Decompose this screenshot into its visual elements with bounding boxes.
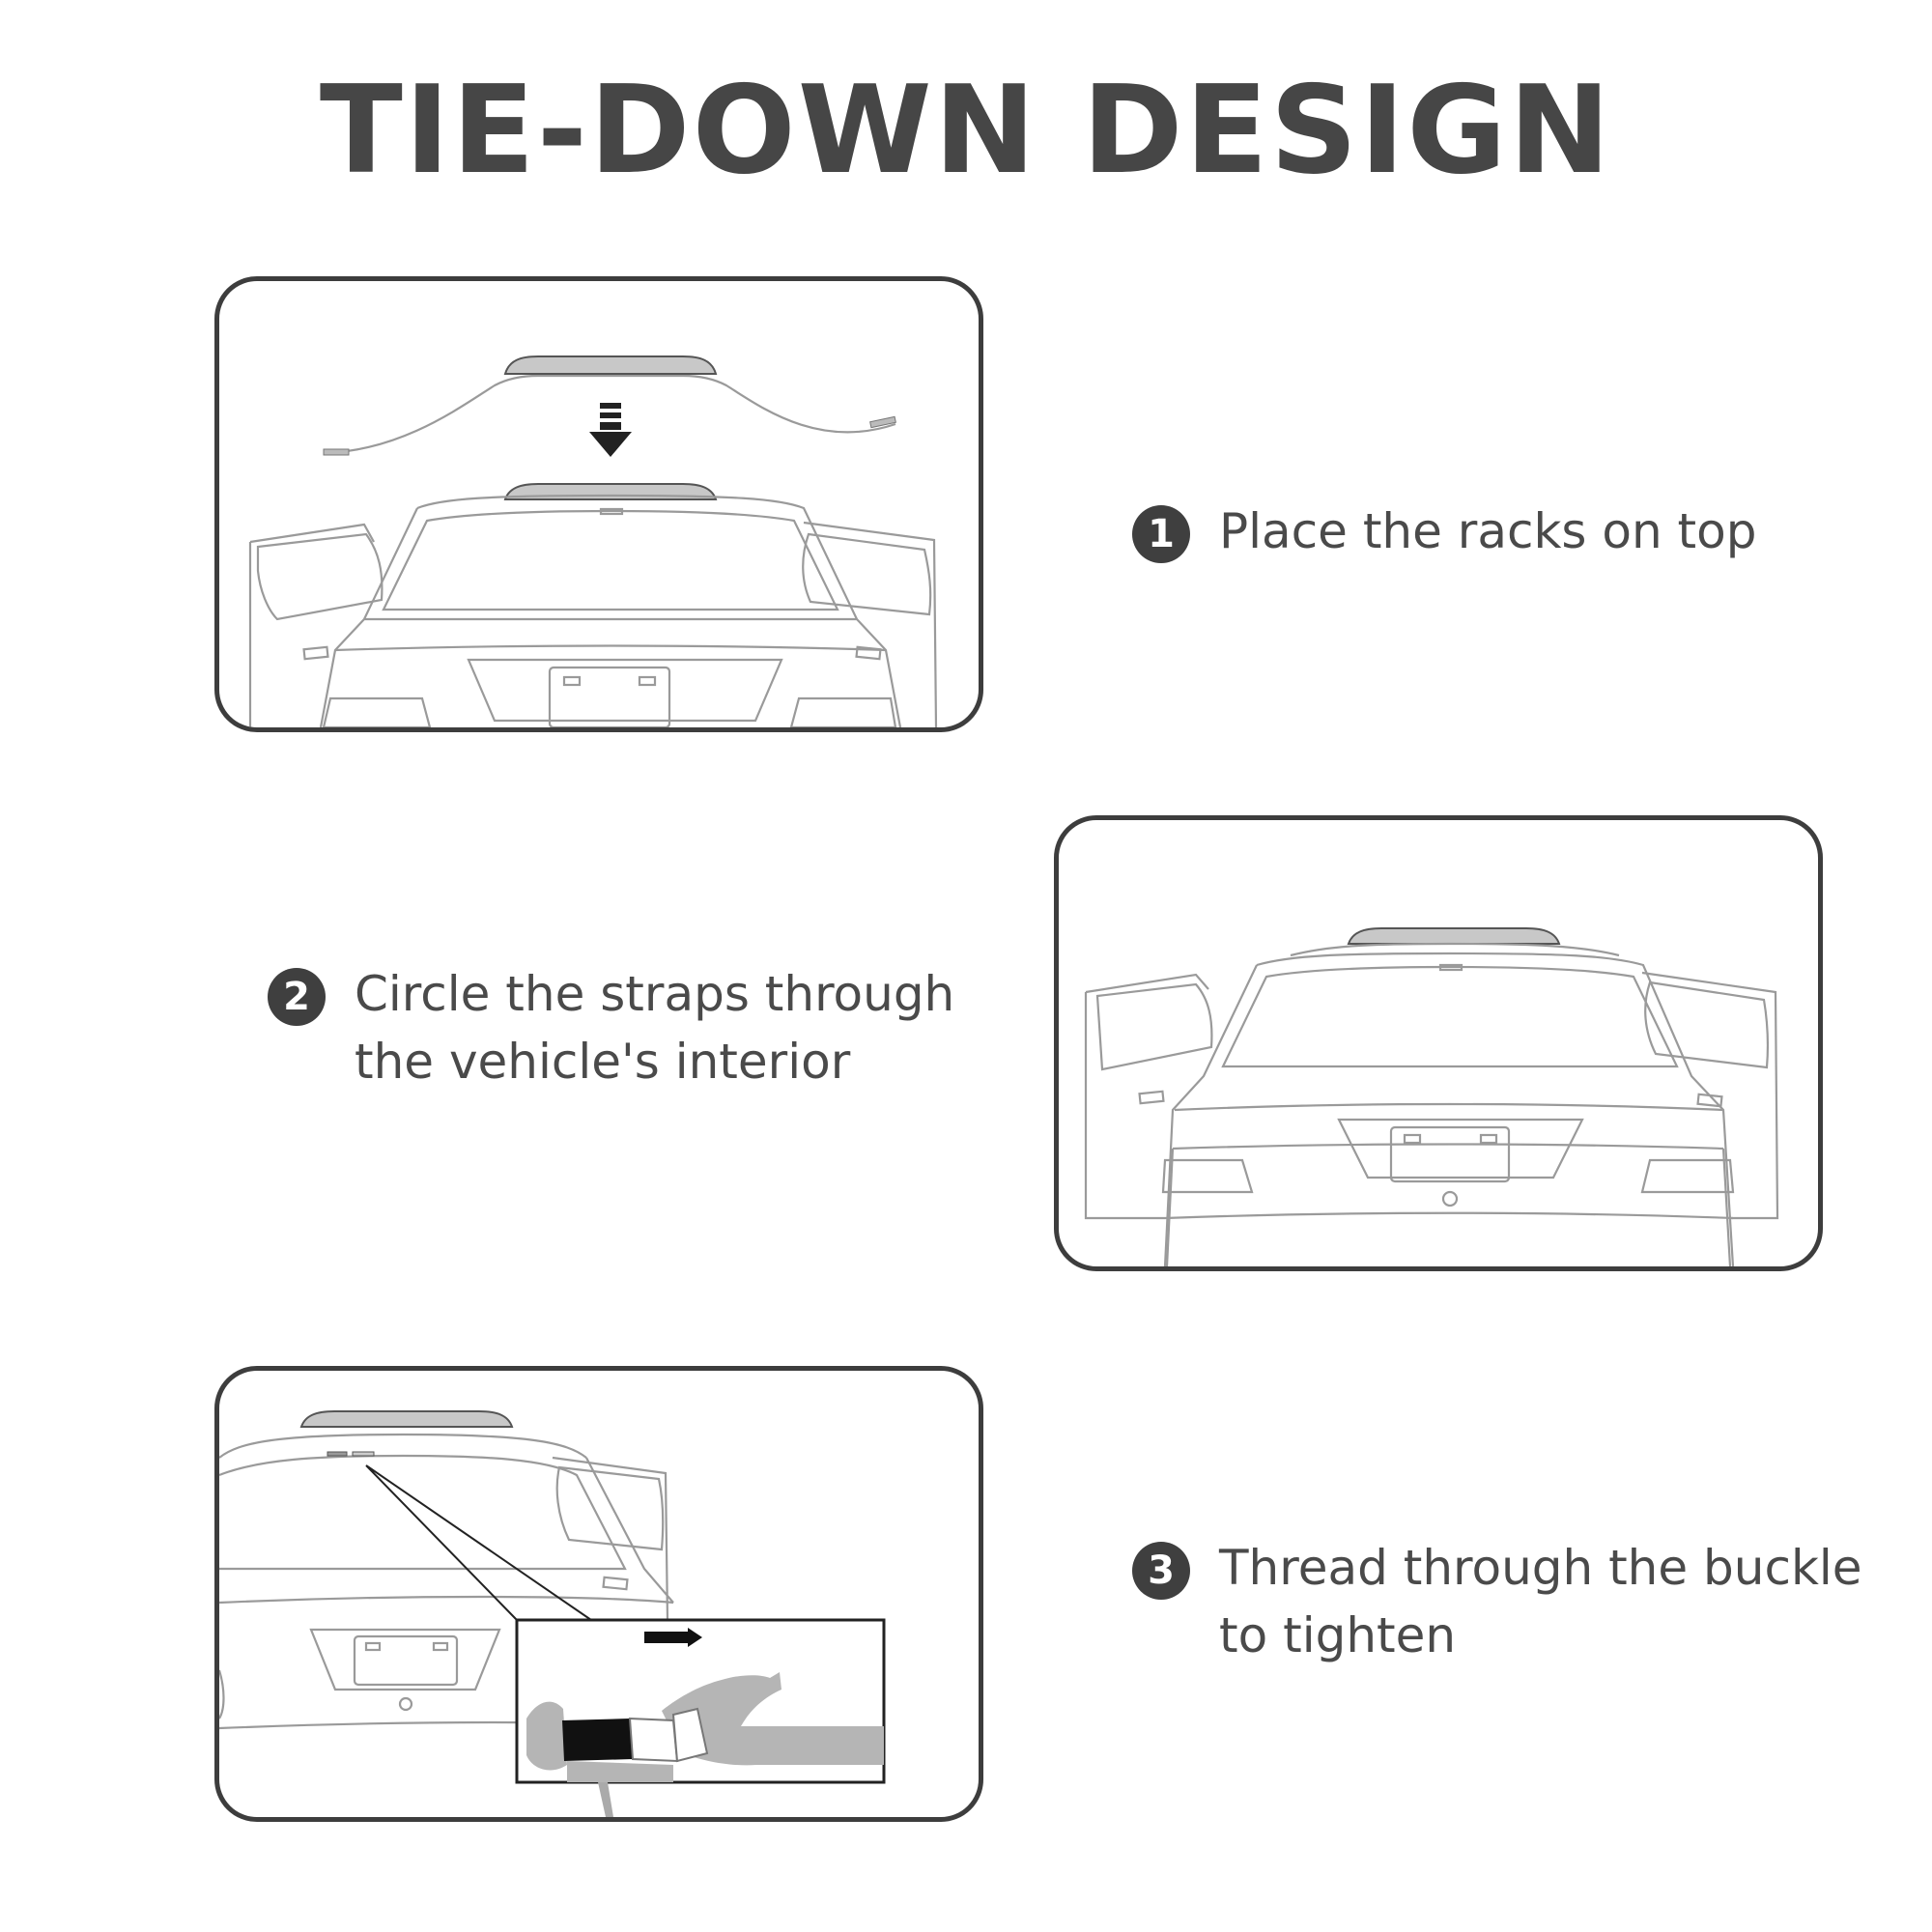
license-plate: [353, 1634, 459, 1687]
step-1: 1 Place the racks on top: [1132, 497, 1756, 565]
rear-window: [382, 509, 839, 611]
brake-light: [599, 507, 624, 516]
page-title: TIE-DOWN DESIGN: [319, 59, 1613, 201]
car-rear-view-doors-open: [1084, 927, 1779, 1266]
right-door-frame: [552, 1456, 669, 1623]
roof-rack-pad-mounted: [299, 1410, 514, 1428]
left-door-frame: [248, 523, 375, 727]
car-rear-view-with-rack-drop: [248, 355, 938, 727]
car-roof-left: [319, 507, 418, 727]
right-door-window: [1644, 980, 1770, 1069]
right-door-window: [555, 1465, 665, 1551]
car-roof: [219, 1433, 587, 1459]
license-plate: [1389, 1125, 1511, 1183]
plate-recess: [467, 658, 783, 723]
strap-buckle-on-roof: [327, 1451, 348, 1457]
car-roof-right: [1256, 952, 1735, 1266]
buckle-icon: [562, 1719, 633, 1761]
strap-end-right: [869, 415, 896, 429]
down-arrow-icon: [589, 403, 632, 457]
rear-window: [1221, 965, 1679, 1068]
step-3-text: Thread through the buckle to tighten: [1219, 1540, 1862, 1663]
step-2-number-badge: 2: [268, 968, 326, 1026]
zoom-callout-lines: [365, 1464, 592, 1621]
plate-recess: [309, 1628, 501, 1691]
rear-window: [219, 1454, 627, 1571]
brake-light: [1438, 963, 1463, 972]
left-door-frame: [1084, 973, 1209, 1220]
right-door-frame: [803, 521, 938, 727]
step-3: 3 Thread through the buckle to tighten: [1132, 1534, 1886, 1669]
trunk-lock: [1441, 1190, 1459, 1208]
tail-light-right: [789, 696, 897, 727]
left-door-window: [256, 532, 384, 621]
strap-through-interior: [1290, 942, 1620, 957]
left-door-window: [1095, 982, 1213, 1071]
buckle-closeup-inset: [515, 1618, 886, 1784]
step-1-text: Place the racks on top: [1219, 503, 1757, 559]
step-1-illustration: [214, 276, 983, 732]
hand-pulling-strap: [662, 1672, 884, 1766]
trunk-lock: [398, 1696, 413, 1712]
step-2-illustration: [1054, 815, 1823, 1271]
tail-light-right: [1640, 1158, 1735, 1194]
roof-rack-pad-mounted: [1347, 927, 1561, 945]
roof-rack-pad: [503, 355, 718, 375]
strap-end-left: [323, 448, 350, 456]
step-1-number-badge: 1: [1132, 505, 1190, 563]
pull-direction-arrow-icon: [644, 1628, 702, 1647]
step-3-number-badge: 3: [1132, 1542, 1190, 1600]
tail-light-left: [322, 696, 432, 727]
plate-recess: [1337, 1118, 1584, 1179]
step-2: 2 Circle the straps through the vehicle'…: [268, 960, 1002, 1095]
step-3-illustration: [214, 1366, 983, 1822]
tail-light-left: [1161, 1158, 1254, 1194]
car-rear-view-buckle-closeup: [219, 1410, 886, 1817]
step-2-text: Circle the straps through the vehicle's …: [355, 966, 955, 1090]
strap-line: [325, 374, 896, 455]
right-door-window: [802, 532, 932, 616]
license-plate: [548, 666, 671, 727]
right-door-frame: [1641, 971, 1779, 1220]
car-roof-right: [416, 494, 902, 727]
